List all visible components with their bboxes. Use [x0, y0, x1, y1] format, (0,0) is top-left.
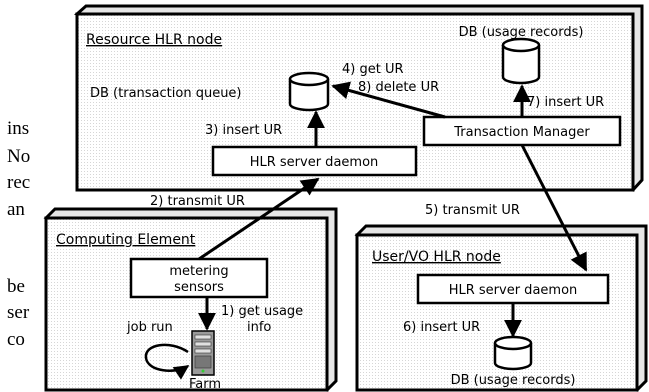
bg-text-4: an — [7, 199, 25, 220]
user-vo-node-title: User/VO HLR node — [372, 249, 501, 265]
step-6-label: 6) insert UR — [403, 320, 480, 335]
farm-label: Farm — [189, 377, 221, 392]
hlr-server-daemon-user-vo — [416, 273, 610, 305]
step-1-label-2: info — [247, 320, 271, 335]
bg-text-3: rec — [7, 172, 31, 193]
server-icon — [191, 330, 215, 376]
transaction-manager — [422, 115, 622, 147]
step-1-label-1: 1) get usage — [221, 304, 303, 319]
step-7-label: 7) insert UR — [527, 95, 604, 110]
user-vo-hlr-node: User/VO HLR node HLR server daemon 6) in… — [354, 224, 648, 392]
bg-text-1: ins — [7, 118, 30, 139]
db-usage-records-label-top: DB (usage records) — [459, 25, 584, 40]
arrow-step-2 — [198, 177, 320, 261]
hlr-server-daemon-resource — [211, 145, 418, 177]
metering-sensors — [129, 257, 269, 299]
arrow-step-4-8 — [331, 81, 446, 119]
hlr-server-daemon-resource-label: HLR server daemon — [250, 155, 379, 170]
bg-text-6: ser — [7, 302, 30, 323]
bg-text-7: co — [7, 329, 25, 350]
db-usage-records-label-bottom: DB (usage records) — [451, 373, 576, 388]
step-3-label: 3) insert UR — [205, 123, 282, 138]
step-2-label: 2) transmit UR — [150, 194, 245, 209]
metering-sensors-label-1: metering — [169, 264, 228, 279]
db-usage-records-top-icon — [501, 37, 541, 85]
resource-node-title: Resource HLR node — [86, 32, 222, 48]
bg-text-2: No — [7, 146, 31, 167]
step-5-label: 5) transmit UR — [425, 203, 520, 218]
computing-element-node: Computing Element metering sensors 1) ge… — [43, 207, 338, 392]
hlr-server-daemon-user-vo-label: HLR server daemon — [449, 283, 578, 298]
step-8-label: 8) delete UR — [358, 80, 439, 95]
transaction-manager-label: Transaction Manager — [453, 125, 590, 140]
job-run-loop-arrow — [144, 343, 190, 380]
resource-hlr-node: Resource HLR node DB (usage records) DB … — [74, 4, 644, 192]
db-transaction-queue-icon — [288, 71, 330, 112]
job-run-label: job run — [126, 320, 173, 335]
computing-element-box — [44, 216, 329, 392]
bg-text-5: be — [7, 276, 25, 297]
step-4-label: 4) get UR — [342, 62, 404, 77]
arrow-step-5 — [520, 144, 588, 272]
computing-element-title: Computing Element — [56, 232, 196, 248]
metering-sensors-label-2: sensors — [174, 280, 224, 295]
db-transaction-queue-label: DB (transaction queue) — [90, 86, 242, 101]
db-usage-records-bottom-icon — [493, 335, 533, 371]
